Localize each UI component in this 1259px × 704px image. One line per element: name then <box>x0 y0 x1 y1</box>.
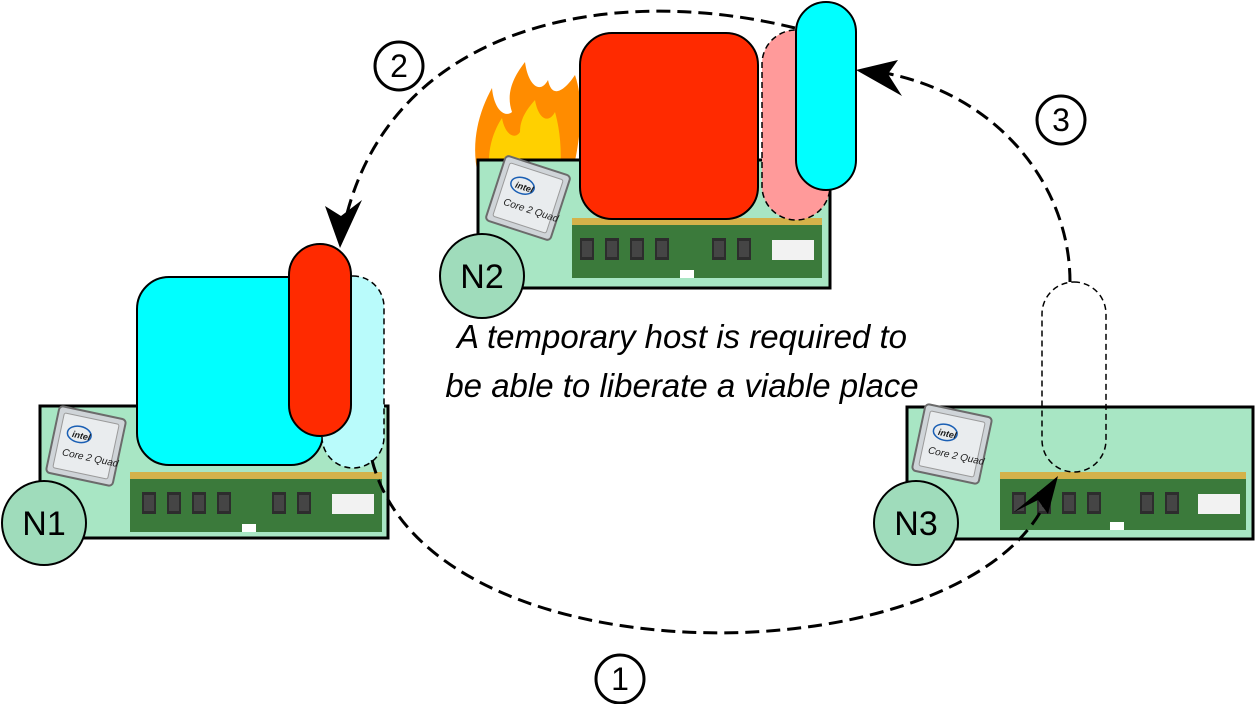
arrowhead-step-1 <box>1014 476 1058 514</box>
arrowhead-step-2 <box>325 200 362 248</box>
step-label-2: 2 <box>373 40 425 92</box>
ram-module <box>130 472 382 532</box>
step-label-3: 3 <box>1035 94 1087 146</box>
svg-text:intel: intel <box>71 429 92 443</box>
node-label-n1: N1 <box>22 505 65 543</box>
vm-red-large <box>579 32 759 220</box>
node-label-circle <box>873 480 959 566</box>
node-label-circle <box>1 480 87 566</box>
cpu-icon: intel Core 2 Quad <box>910 402 994 486</box>
caption-line-2: be able to liberate a viable place <box>445 367 918 404</box>
svg-text:3: 3 <box>1052 102 1070 138</box>
arrow-step-1 <box>370 459 1052 635</box>
svg-text:1: 1 <box>611 661 629 697</box>
node-label-n3: N3 <box>894 505 937 543</box>
migration-arrows <box>340 9 1072 635</box>
node-n2: intel Core 2 Quad N2 <box>439 1 857 319</box>
vm-cyan-migrating <box>795 1 857 191</box>
step-label-1: 1 <box>594 653 646 704</box>
svg-text:intel: intel <box>937 427 958 441</box>
ram-module <box>572 218 822 278</box>
node-label-circle <box>439 233 525 319</box>
node-label-n2: N2 <box>460 258 503 296</box>
vm-placeholder-ghost <box>1041 281 1107 473</box>
fire-icon <box>475 62 581 175</box>
arrow-step-2 <box>340 9 796 237</box>
node-n1: intel Core 2 Quad N1 <box>1 243 390 566</box>
vm-red-migrated <box>288 243 352 437</box>
cpu-icon: intel Core 2 Quad <box>44 404 128 488</box>
cpu-icon: intel Core 2 Quad <box>484 154 572 242</box>
caption-line-1: A temporary host is required to <box>455 318 907 355</box>
svg-text:2: 2 <box>390 48 408 84</box>
arrowhead-step-3 <box>856 60 902 96</box>
node-n3: intel Core 2 Quad N3 <box>873 281 1255 566</box>
arrow-step-3 <box>865 68 1072 283</box>
ram-module <box>1000 472 1246 530</box>
